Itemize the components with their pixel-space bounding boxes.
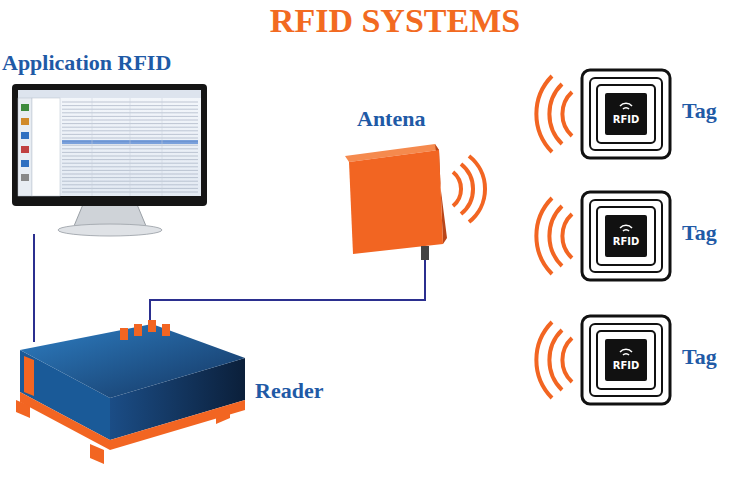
- node-heading: Tag: [682, 98, 717, 124]
- antenna-panel-art: [335, 142, 450, 260]
- reader-device: Reader: [20, 322, 245, 462]
- computer-monitor-art: [12, 84, 207, 234]
- computer-monitor: Application RFID: [12, 84, 207, 234]
- node-heading: Reader: [255, 378, 323, 404]
- node-heading: Tag: [682, 344, 717, 370]
- chip-label: RFID: [613, 114, 640, 125]
- rfid-tag: TagRFID: [580, 190, 672, 282]
- chip-label: RFID: [613, 236, 640, 247]
- diagram-title: RFID SYSTEMS: [0, 2, 737, 40]
- antenna-panel: Antena: [335, 142, 450, 260]
- cable-line: [150, 260, 425, 324]
- node-heading: Antena: [357, 106, 425, 132]
- rfid-tag: TagRFID: [580, 314, 672, 406]
- cable-line: [33, 234, 35, 342]
- reader-device-art: [20, 322, 245, 462]
- node-heading: Application RFID: [2, 50, 171, 76]
- chip-label: RFID: [613, 360, 640, 371]
- rfid-tag: TagRFID: [580, 68, 672, 160]
- node-heading: Tag: [682, 220, 717, 246]
